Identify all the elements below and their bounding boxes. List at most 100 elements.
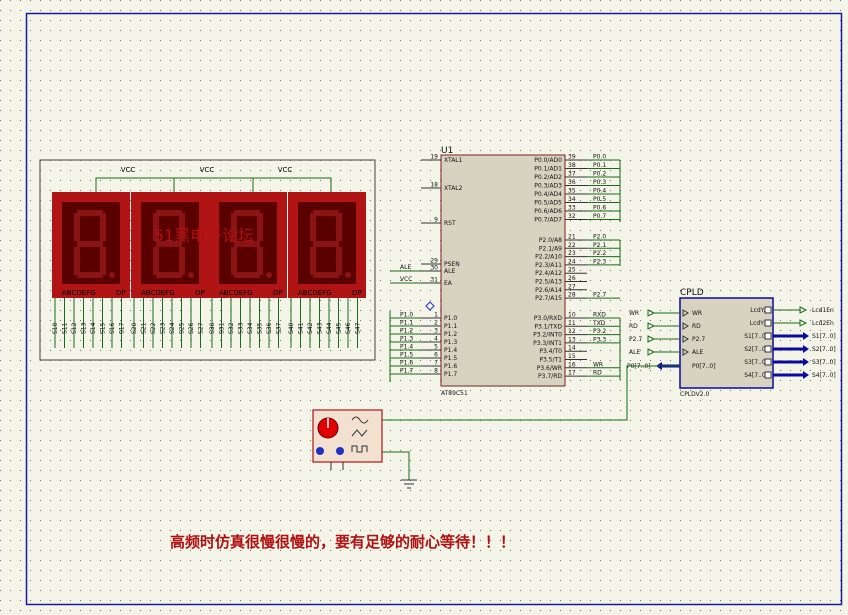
dp-label: DP — [352, 289, 362, 297]
mcu-pin-number: 31 — [430, 277, 438, 284]
bus-arrow-icon — [803, 345, 809, 353]
sheet-frame — [25, 12, 843, 606]
mcu-pin-number: 29 — [430, 258, 438, 265]
digit-pin-label: S15 — [100, 322, 107, 334]
digit-pin-label: S12 — [71, 322, 78, 334]
mcu-pin-number: 4 — [434, 336, 438, 343]
mcu-pin-name: P0.4/AD4 — [534, 191, 562, 198]
p1-net-label: P1.1 — [400, 320, 413, 327]
segment-letters-label: ABCDEFG — [62, 289, 96, 297]
mcu-pin-number: 18 — [430, 182, 438, 189]
digit-pin-label: S16 — [109, 322, 116, 334]
mcu-pin-name: P3.6/WR — [537, 365, 562, 372]
clock-knob-right-icon — [336, 447, 344, 455]
mcu-pin-name: P2.6/A14 — [535, 287, 562, 294]
segment-d — [77, 272, 103, 278]
cpld-out-pin-marker — [764, 319, 772, 327]
mcu-pin-number: 5 — [434, 344, 438, 351]
p0-net-label: P0.2 — [593, 171, 606, 178]
segment-e — [74, 247, 80, 275]
cpld-out-net-label: S4[7..0] — [812, 372, 836, 379]
segment-g — [156, 241, 182, 247]
p2-net-label: P2.0 — [593, 234, 606, 241]
mcu-pin-number: 16 — [568, 361, 576, 368]
mcu-pin-number: 28 — [568, 292, 576, 299]
segment-c — [179, 247, 185, 275]
digit-pin-label: S46 — [345, 322, 352, 334]
cpld-input-net-label: WR — [629, 310, 639, 317]
digit-pin-label: S10 — [52, 322, 59, 334]
mcu-pin-name: XTAL2 — [444, 185, 463, 192]
mcu-pin-name: P2.4/A12 — [535, 270, 562, 277]
mcu-pin-number: 6 — [434, 352, 438, 359]
p0-net-label: P0.0 — [593, 154, 606, 161]
digit-pin-label: S20 — [131, 322, 138, 334]
mcu-pin-name: P2.5/A13 — [535, 279, 562, 286]
cpld-out-pin-marker — [764, 371, 772, 379]
mcu-pin-name: P0.7/AD7 — [534, 217, 562, 224]
p1-net-label: P1.3 — [400, 336, 413, 343]
mcu-pin-name: P1.1 — [444, 323, 457, 330]
vcc-label-2: VCC — [200, 166, 215, 174]
cpld-out-net-label: S1[7..0] — [812, 333, 836, 340]
digit-pin-label: S21 — [141, 322, 148, 334]
digit-pin-label: S24 — [169, 322, 176, 334]
mcu-pin-number: 32 — [568, 213, 576, 220]
digit-pin-label: S30 — [209, 322, 216, 334]
sine-wave-icon — [351, 416, 369, 424]
mcu-pin-number: 39 — [568, 154, 576, 161]
segment-b — [336, 213, 342, 241]
dp-label: DP — [116, 289, 126, 297]
cpld-out-net-label: Lcd2En — [812, 320, 834, 327]
cpld-ref: CPLD — [680, 288, 704, 298]
clock-generator[interactable] — [312, 409, 383, 470]
digit-pin-label: S31 — [219, 322, 226, 334]
dp-label: DP — [195, 289, 205, 297]
cpld-input-net-label: RD — [629, 323, 638, 330]
mcu-pin-number: 23 — [568, 250, 576, 257]
output-terminal-icon — [799, 319, 808, 327]
p0-net-label: P0.6 — [593, 205, 606, 212]
mcu-pin-number: 27 — [568, 283, 576, 290]
mcu-pin-name: P0.0/AD0 — [534, 157, 562, 164]
mcu-pin-number: 17 — [568, 370, 576, 377]
segment-b — [257, 213, 263, 241]
mcu-pin-number: 3 — [434, 328, 438, 335]
digit-pin-label: S35 — [257, 322, 264, 334]
bus-arrow-icon — [803, 358, 809, 366]
mcu-pin-name: P3.0/RXD — [534, 315, 562, 322]
mcu-pin-name: P3.2/INT0 — [533, 332, 562, 339]
mcu-pin-name: P0.1/AD1 — [534, 166, 562, 173]
p0-net-label: P0.4 — [593, 188, 606, 195]
mcu-pin-name: P0.6/AD6 — [534, 208, 562, 215]
segment-e — [231, 247, 237, 275]
cpld-pin-name: ALE — [692, 349, 703, 356]
p1-net-label: P1.2 — [400, 328, 413, 335]
cpld-out-pin-name: S2[7..0] — [744, 346, 768, 353]
clock-ground-wire — [382, 451, 410, 480]
segment-dp — [266, 272, 272, 278]
mcu-pin-number: 14 — [568, 345, 576, 352]
p0-net-label: P0.5 — [593, 196, 606, 203]
mcu-pin-name: P3.4/T0 — [539, 348, 562, 355]
mcu-pin-number: 15 — [568, 353, 576, 360]
segment-e — [153, 247, 159, 275]
mcu-ref: U1 — [441, 146, 453, 156]
square-wave-icon — [351, 445, 368, 453]
cpld-input-net-label: P2.7 — [629, 336, 642, 343]
cpld-out-net-label: Lcd1En — [812, 307, 834, 314]
mcu-pin-name: P3.3/INT1 — [533, 340, 562, 347]
segment-letters-label: ABCDEFG — [219, 289, 253, 297]
bus-arrow-icon — [803, 332, 809, 340]
mcu-pin-number: 26 — [568, 275, 576, 282]
watermark-text: 51黑电子论坛 — [154, 226, 254, 245]
p3-net-label: RD — [593, 370, 602, 377]
